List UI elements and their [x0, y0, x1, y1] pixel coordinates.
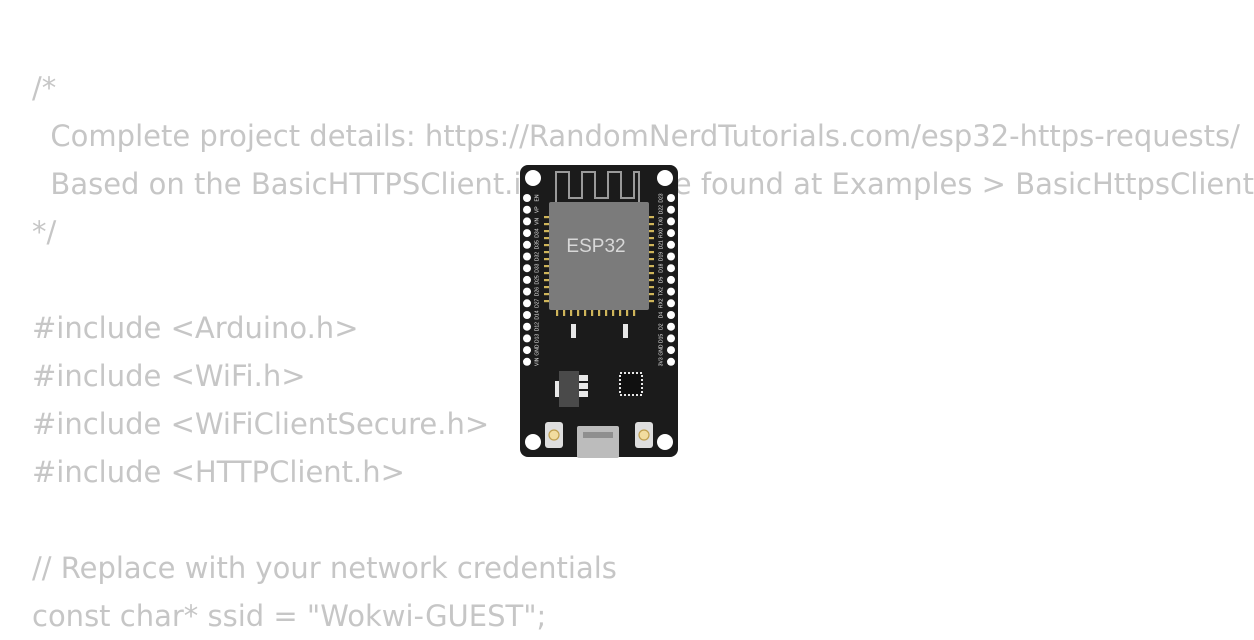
pin-d34[interactable]: [523, 229, 531, 238]
code-editor[interactable]: /* Complete project details: https://Ran…: [32, 64, 1254, 633]
pin-label: TX0: [658, 217, 664, 226]
pin-d15[interactable]: [667, 334, 675, 343]
pin-d27[interactable]: [523, 299, 531, 308]
pin-vn[interactable]: [523, 217, 531, 226]
pin-gnd[interactable]: [523, 346, 531, 355]
code-line: /*: [32, 71, 57, 105]
pin-label: 3V3: [658, 357, 664, 366]
pin-label: D4: [658, 312, 664, 319]
mounting-hole: [525, 170, 541, 186]
code-line: #include <WiFiClientSecure.h>: [32, 407, 490, 441]
code-line: #include <Arduino.h>: [32, 311, 359, 345]
pin-d21[interactable]: [667, 240, 675, 249]
pin-d13[interactable]: [523, 334, 531, 343]
pin-label: VIN: [534, 357, 540, 366]
code-line: Complete project details: https://Random…: [32, 119, 1240, 153]
pin-label: VP: [534, 206, 540, 213]
pin-label: GND: [658, 344, 664, 356]
en-button[interactable]: [545, 422, 563, 448]
pin-label: D32: [534, 252, 540, 261]
smd-component: [571, 324, 576, 338]
pin-label: VN: [534, 218, 540, 225]
pin-label: EN: [534, 194, 540, 201]
pin-d23[interactable]: [667, 194, 675, 202]
code-line: #include <WiFi.h>: [32, 359, 306, 393]
pin-d35[interactable]: [523, 240, 531, 249]
esp32-module: [549, 202, 649, 310]
pin-label: D25: [534, 275, 540, 284]
pin-d32[interactable]: [523, 252, 531, 261]
module-pads: [544, 216, 654, 316]
pin-label: D19: [658, 252, 664, 261]
pin-d5[interactable]: [667, 275, 675, 284]
pin-d4[interactable]: [667, 311, 675, 319]
pin-label: D26: [534, 287, 540, 296]
pin-rx2[interactable]: [667, 299, 675, 308]
pin-header-right: D23D22TX0RX0D21D19D18D5TX2RX2D4D2D15GND3…: [658, 193, 675, 366]
code-line: */: [32, 215, 57, 249]
pin-label: D34: [534, 228, 540, 237]
pin-label: D27: [534, 299, 540, 308]
voltage-regulator: [555, 371, 588, 407]
micro-usb-port: [577, 426, 619, 458]
pin-label: D33: [534, 263, 540, 272]
pin-label: TX2: [658, 287, 664, 296]
pin-label: D12: [534, 322, 540, 331]
pin-vin[interactable]: [523, 357, 531, 366]
pin-d25[interactable]: [523, 275, 531, 284]
pin-d22[interactable]: [667, 205, 675, 214]
pin-label: RX0: [658, 228, 664, 238]
pin-d26[interactable]: [523, 287, 531, 296]
pin-label: D23: [658, 193, 664, 202]
pin-tx0[interactable]: [667, 217, 675, 226]
pin-gnd[interactable]: [667, 346, 675, 355]
code-line: [32, 496, 1167, 544]
pin-d2[interactable]: [667, 322, 675, 331]
pin-label: D18: [658, 263, 664, 272]
mounting-hole: [657, 434, 673, 450]
pin-label: D13: [534, 334, 540, 343]
pin-3v3[interactable]: [667, 357, 675, 366]
mounting-hole: [525, 434, 541, 450]
pin-d33[interactable]: [523, 264, 531, 273]
chip-label: ESP32: [566, 236, 625, 257]
pin-vp[interactable]: [523, 205, 531, 214]
antenna-icon: [555, 171, 640, 202]
pin-d18[interactable]: [667, 264, 675, 273]
pin-label: RX2: [658, 298, 664, 308]
pin-label: D22: [658, 205, 664, 214]
pin-label: D35: [534, 240, 540, 249]
code-line: // Replace with your network credentials: [32, 551, 617, 585]
smd-component: [623, 324, 628, 338]
pin-tx2[interactable]: [667, 287, 675, 296]
pin-en[interactable]: [523, 194, 531, 202]
esp32-board[interactable]: ESP32 ENVPVND34D35D32D33D25D26D27D14D12D…: [519, 164, 679, 458]
pin-label: D2: [658, 323, 664, 330]
boot-button[interactable]: [635, 422, 653, 448]
pin-label: D14: [534, 310, 540, 319]
pin-d12[interactable]: [523, 322, 531, 331]
pin-d19[interactable]: [667, 252, 675, 261]
pin-label: D5: [658, 276, 664, 283]
mounting-hole: [657, 170, 673, 186]
pin-d14[interactable]: [523, 311, 531, 319]
pin-label: D15: [658, 334, 664, 343]
pin-label: D21: [658, 240, 664, 249]
code-line: const char* ssid = "Wokwi-GUEST";: [32, 599, 547, 633]
code-line: #include <HTTPClient.h>: [32, 455, 405, 489]
pin-header-left: EN VP VN D34D35D32D33D25D26D27D14D12D13GNDV…: [523, 194, 540, 366]
pin-rx0[interactable]: [667, 229, 675, 238]
usb-uart-chip: [619, 372, 643, 396]
pin-label: GND: [534, 344, 540, 356]
